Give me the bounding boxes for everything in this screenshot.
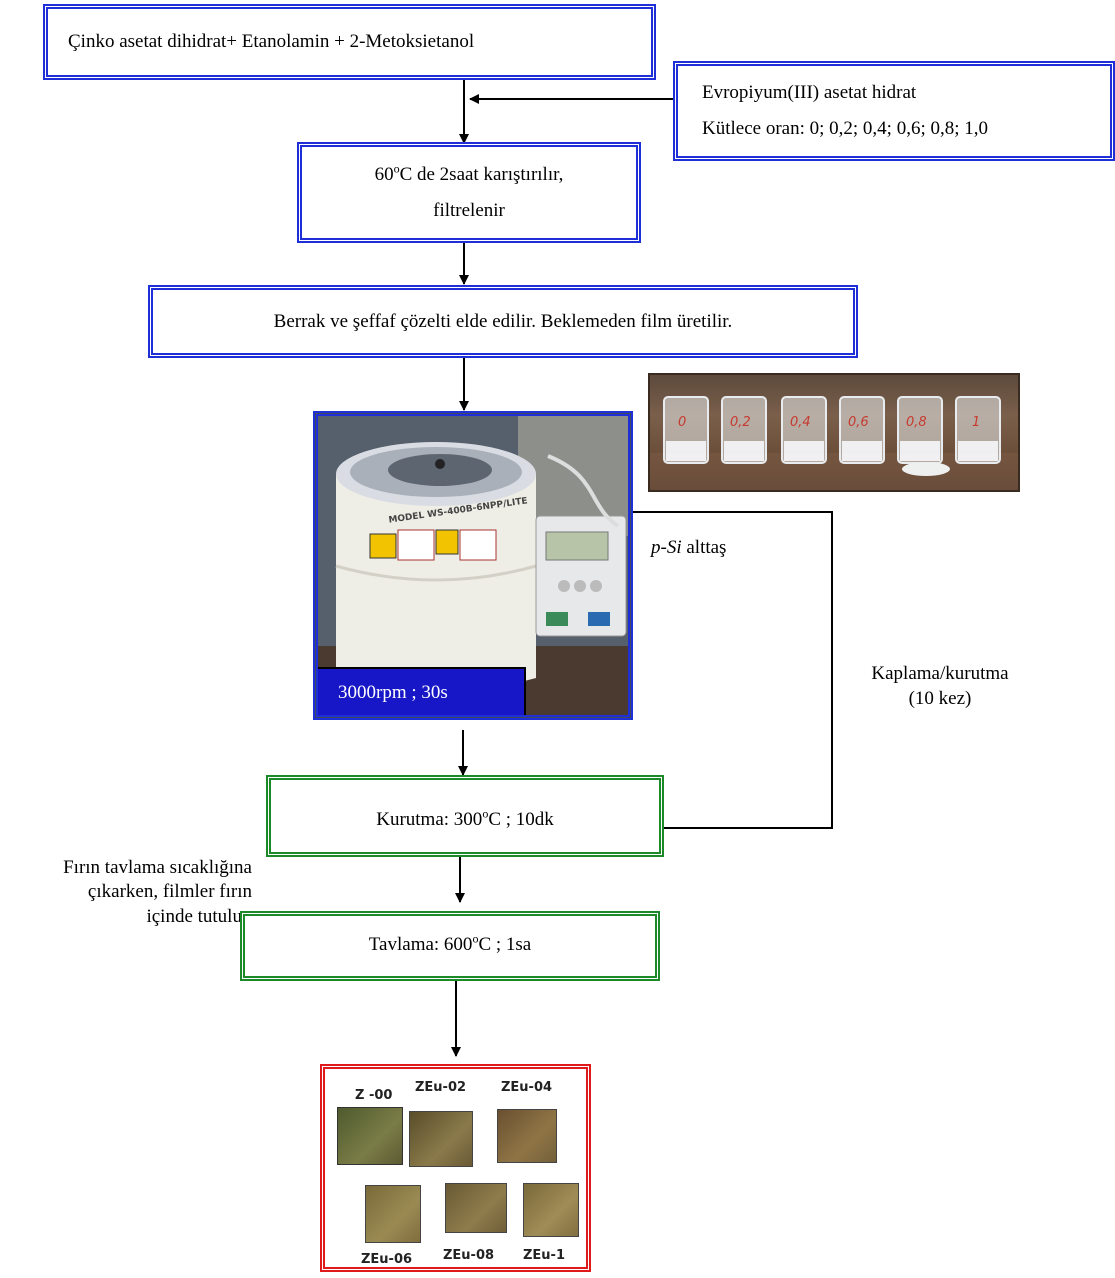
sample-label: Z -00 — [355, 1088, 393, 1103]
sample-film — [523, 1183, 579, 1237]
beakers-photo: 0 0,2 0,4 0,6 0,8 1 — [648, 373, 1020, 492]
sample-label: ZEu-02 — [415, 1080, 467, 1095]
loop-label: Kaplama/kurutma (10 kez) — [871, 663, 1009, 709]
beaker-label: 0,4 — [790, 415, 811, 430]
annealing-box: Tavlama: 600oC ; 1sa — [240, 911, 660, 981]
sample-label: ZEu-08 — [443, 1248, 495, 1263]
sample-film — [365, 1185, 421, 1243]
solution-text: Berrak ve şeffaf çözelti elde edilir. Be… — [273, 310, 733, 332]
beaker-label: 0,2 — [730, 415, 751, 430]
additive-name: Evropiyum(III) asetat hidrat — [702, 81, 917, 103]
sample-label: ZEu-04 — [501, 1080, 553, 1095]
sample-label: ZEu-1 — [523, 1248, 566, 1263]
additive-box: Evropiyum(III) asetat hidrat Kütlece ora… — [673, 61, 1115, 161]
sample-film — [409, 1111, 473, 1167]
beaker-label: 1 — [972, 415, 981, 430]
start-materials-box: Çinko asetat dihidrat+ Etanolamin + 2-Me… — [43, 4, 656, 80]
beakers-illustration — [650, 396, 1018, 490]
samples-panel: Z -00 ZEu-02 ZEu-04 ZEu-06 ZEu-08 ZEu-1 — [320, 1064, 591, 1272]
additive-ratio: Kütlece oran: 0; 0,2; 0,4; 0,6; 0,8; 1,0 — [702, 118, 989, 139]
sample-film — [337, 1107, 403, 1165]
drying-box: Kurutma: 300oC ; 10dk — [266, 775, 664, 857]
spin-coater-photo: MODEL WS-400B-6NPP/LITE 3000rpm ; 30s — [313, 411, 633, 720]
annealing-text: Tavlama: 600oC ; 1sa — [368, 931, 532, 955]
stirring-box: 60oC de 2saat karıştırılır, filtrelenir — [297, 142, 641, 243]
beaker-label: 0 — [678, 415, 687, 430]
furnace-note: Fırın tavlama sıcaklığına çıkarken, film… — [63, 857, 252, 927]
sample-film — [497, 1109, 557, 1163]
solution-box: Berrak ve şeffaf çözelti elde edilir. Be… — [148, 285, 858, 358]
stirring-line-1: 60oC de 2saat karıştırılır, — [374, 162, 564, 186]
substrate-label: p-Si alttaş — [651, 537, 727, 558]
beaker-label: 0,6 — [848, 415, 869, 430]
spin-coater-illustration — [318, 416, 628, 715]
sample-label: ZEu-06 — [361, 1252, 413, 1267]
beaker-label: 0,8 — [906, 415, 927, 430]
drying-text: Kurutma: 300oC ; 10dk — [376, 806, 554, 830]
stirring-line-2: filtrelenir — [433, 199, 505, 221]
sample-film — [445, 1183, 507, 1233]
start-materials-text: Çinko asetat dihidrat+ Etanolamin + 2-Me… — [68, 31, 475, 53]
speed-label: 3000rpm ; 30s — [318, 667, 526, 715]
